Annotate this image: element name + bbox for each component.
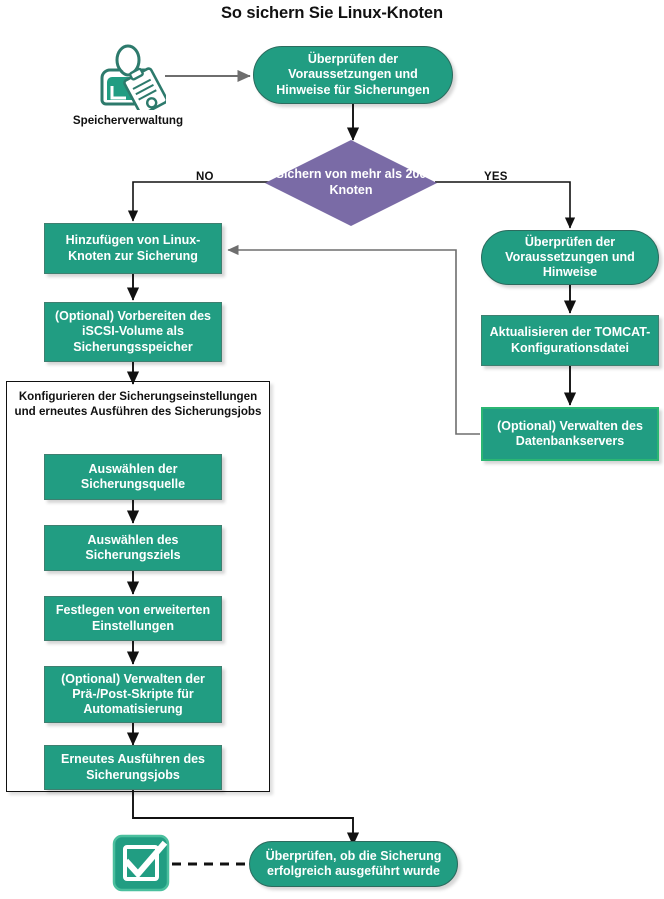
- node-manage-database-server[interactable]: (Optional) Verwalten des Datenbankserver…: [481, 407, 659, 461]
- node-manage-pre-post-scripts[interactable]: (Optional) Verwalten der Prä-/Post-Skrip…: [44, 666, 222, 723]
- page-title: So sichern Sie Linux-Knoten: [221, 4, 443, 22]
- node-select-backup-source[interactable]: Auswählen der Sicherungsquelle: [44, 454, 222, 500]
- node-label: (Optional) Verwalten der Prä-/Post-Skrip…: [61, 671, 205, 717]
- edge-decision-no: [127, 181, 271, 222]
- node-select-backup-target[interactable]: Auswählen des Sicherungsziels: [44, 525, 222, 571]
- node-label: Auswählen der Sicherungsquelle: [80, 461, 186, 491]
- node-check-prerequisites-right[interactable]: Überprüfen der Voraussetzungen und Hinwe…: [481, 230, 659, 285]
- node-check-prerequisites-start[interactable]: Überprüfen der Voraussetzungen und Hinwe…: [253, 46, 453, 104]
- node-update-tomcat-config[interactable]: Aktualisieren der TOMCAT-Konfigurationsd…: [481, 315, 659, 366]
- branch-label-no: NO: [196, 171, 214, 183]
- node-add-linux-nodes[interactable]: Hinzufügen von Linux-Knoten zur Sicherun…: [44, 223, 222, 274]
- node-label: (Optional) Verwalten des Datenbankserver…: [497, 418, 643, 448]
- node-set-advanced-settings[interactable]: Festlegen von erweiterten Einstellungen: [44, 596, 222, 641]
- node-label: Erneutes Ausführen des Sicherungsjobs: [60, 752, 205, 782]
- node-label: Überprüfen, ob die Sicherung erfolgreich…: [265, 848, 442, 878]
- actor-label: Speicherverwaltung: [72, 114, 184, 127]
- node-label: Festlegen von erweiterten Einstellungen: [55, 603, 211, 633]
- node-label: Aktualisieren der TOMCAT-Konfigurationsd…: [489, 325, 651, 355]
- node-label: Sichern von mehr als 200 Knoten: [275, 167, 427, 197]
- node-label: Überprüfen der Voraussetzungen und Hinwe…: [505, 234, 635, 280]
- node-label: (Optional) Vorbereiten des iSCSI-Volume …: [54, 309, 212, 354]
- storage-admin-person-icon: [90, 42, 168, 116]
- node-prepare-iscsi-volume[interactable]: (Optional) Vorbereiten des iSCSI-Volume …: [44, 302, 222, 362]
- node-label: Auswählen des Sicherungsziels: [85, 532, 181, 562]
- node-label: Hinzufügen von Linux-Knoten zur Sicherun…: [65, 233, 201, 263]
- branch-label-yes: YES: [484, 171, 508, 183]
- node-label: Überprüfen der Voraussetzungen und Hinwe…: [276, 52, 430, 97]
- group-box-title: Konfigurieren der Sicherungseinstellunge…: [14, 390, 262, 418]
- edge-decision-yes: [435, 181, 576, 229]
- node-rerun-backup-job[interactable]: Erneutes Ausführen des Sicherungsjobs: [44, 745, 222, 790]
- group-box-configure-backup: [6, 381, 270, 792]
- node-verify-backup-success[interactable]: Überprüfen, ob die Sicherung erfolgreich…: [249, 841, 458, 887]
- node-decision-more-than-200[interactable]: Sichern von mehr als 200 Knoten: [265, 140, 437, 226]
- checked-checkbox-icon: [111, 833, 171, 893]
